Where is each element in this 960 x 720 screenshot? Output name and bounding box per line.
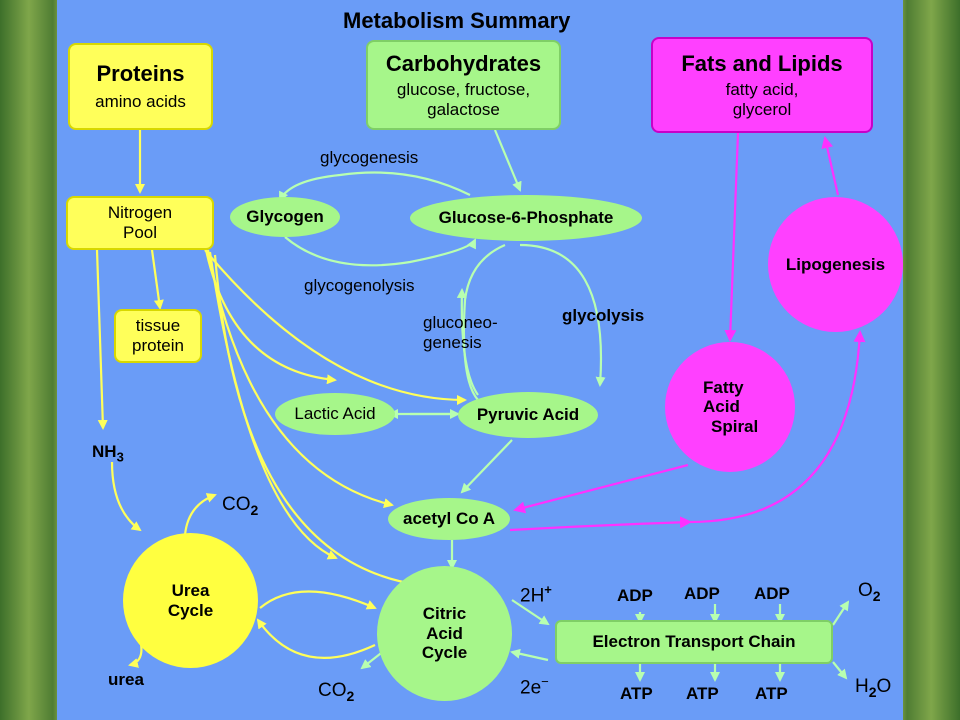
- co2-urea-base: CO: [222, 494, 251, 515]
- nitrogen-pool-line1: Nitrogen: [107, 203, 173, 223]
- carbohydrates-title: Carbohydrates: [385, 50, 542, 76]
- adp-label-1: ADP: [617, 586, 653, 605]
- fats-sub1: fatty acid,: [725, 80, 799, 100]
- lactic-acid-label: Lactic Acid: [294, 404, 376, 424]
- fats-sub2: glycerol: [732, 99, 792, 119]
- atp-label-1: ATP: [620, 684, 653, 703]
- urea-label: urea: [108, 670, 144, 689]
- fatty-acid-spiral-line1: Fatty: [703, 377, 744, 397]
- co2-citric-base: CO: [318, 680, 347, 701]
- glycolysis-label: glycolysis: [562, 306, 645, 325]
- tissue-protein-box: tissue protein: [114, 309, 202, 363]
- h2o-b: O: [876, 676, 892, 697]
- glucose-6-phosphate-node: Glucose-6-Phosphate: [410, 195, 642, 241]
- nh3-base: NH: [92, 442, 117, 461]
- nitrogen-pool-line2: Pool: [122, 223, 158, 242]
- o2-sub: 2: [872, 587, 881, 604]
- diagram-title: Metabolism Summary: [343, 8, 571, 33]
- 2h-sup: +: [544, 582, 552, 597]
- citric-acid-cycle-line3: Cycle: [421, 643, 468, 663]
- co2-urea-label: CO2: [222, 494, 258, 518]
- citric-acid-cycle-line1: Citric: [422, 604, 467, 624]
- carbohydrates-box: Carbohydrates glucose, fructose, galacto…: [366, 40, 561, 130]
- h2o-a: H: [855, 676, 869, 697]
- nitrogen-pool-box: Nitrogen Pool: [66, 196, 214, 250]
- h2o-label: H2O: [855, 676, 891, 700]
- nh3-sub: 3: [116, 449, 124, 465]
- glycogenolysis-label: glycogenolysis: [304, 276, 415, 295]
- fatty-acid-spiral-line3: Spiral: [711, 416, 759, 436]
- h2o-sub: 2: [868, 683, 877, 700]
- co2-urea-sub: 2: [250, 501, 259, 518]
- lipogenesis-node: Lipogenesis: [768, 197, 903, 332]
- pyruvic-acid-label: Pyruvic Acid: [476, 405, 580, 425]
- o2-label: O2: [858, 580, 881, 604]
- acetyl-coa-node: acetyl Co A: [388, 498, 510, 540]
- nh3-label: NH3: [92, 442, 124, 464]
- co2-citric-sub: 2: [346, 687, 355, 704]
- lipogenesis-label: Lipogenesis: [785, 254, 886, 274]
- carbohydrates-sub2: galactose: [427, 99, 500, 119]
- fats-box: Fats and Lipids fatty acid, glycerol: [651, 37, 873, 133]
- etc-label: Electron Transport Chain: [592, 632, 796, 652]
- adp-label-2: ADP: [684, 584, 720, 603]
- adp-label-3: ADP: [754, 584, 790, 603]
- fatty-acid-spiral-line2: Acid: [703, 397, 740, 417]
- gluconeogenesis-label-1: gluconeo-: [423, 313, 498, 332]
- atp-label-2: ATP: [686, 684, 719, 703]
- pyruvic-acid-node: Pyruvic Acid: [458, 392, 598, 438]
- g6p-label: Glucose-6-Phosphate: [438, 208, 614, 228]
- glycogen-label: Glycogen: [246, 207, 324, 227]
- atp-label-3: ATP: [755, 684, 788, 703]
- electron-transport-chain-box: Electron Transport Chain: [555, 620, 833, 664]
- fats-title: Fats and Lipids: [681, 50, 843, 76]
- lactic-acid-node: Lactic Acid: [275, 393, 395, 435]
- urea-cycle-line2: Cycle: [167, 600, 214, 620]
- glycogen-node: Glycogen: [230, 197, 340, 237]
- 2e-minus-label: 2e−: [520, 674, 549, 699]
- urea-cycle-node: Urea Cycle: [123, 533, 258, 668]
- 2h-plus-label: 2H+: [520, 582, 552, 607]
- tissue-protein-line1: tissue: [135, 316, 181, 336]
- 2h-base: 2H: [520, 585, 545, 607]
- o2-base: O: [858, 580, 873, 601]
- citric-acid-cycle-line2: Acid: [426, 623, 463, 643]
- citric-acid-cycle-node: Citric Acid Cycle: [377, 566, 512, 701]
- urea-cycle-line1: Urea: [171, 580, 210, 600]
- 2e-sup: −: [541, 674, 549, 689]
- proteins-sub: amino acids: [95, 92, 186, 112]
- carbohydrates-sub1: glucose, fructose,: [396, 80, 531, 100]
- proteins-box: Proteins amino acids: [68, 43, 213, 130]
- 2e-base: 2e: [520, 677, 542, 699]
- fatty-acid-spiral-node: Fatty Acid Spiral: [665, 342, 795, 472]
- co2-citric-label: CO2: [318, 680, 354, 704]
- tissue-protein-line2: protein: [132, 336, 184, 355]
- glycogenesis-label: glycogenesis: [320, 148, 419, 167]
- gluconeogenesis-label-2: genesis: [423, 333, 482, 352]
- acetyl-coa-label: acetyl Co A: [403, 509, 495, 529]
- proteins-title: Proteins: [96, 61, 185, 87]
